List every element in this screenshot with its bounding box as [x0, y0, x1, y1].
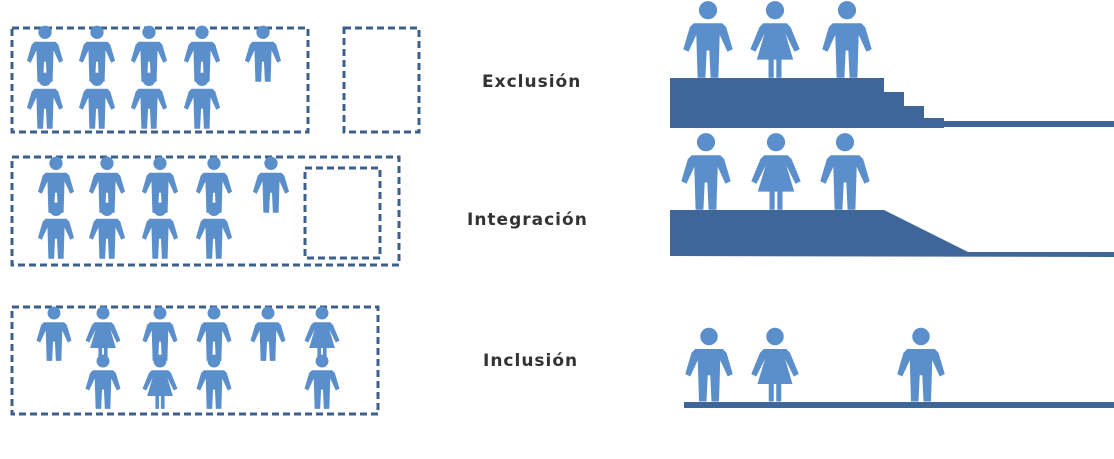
stairs-platform — [670, 78, 944, 128]
person-icon — [88, 202, 126, 259]
woman-icon — [85, 306, 121, 361]
woman-icon — [304, 306, 340, 361]
label-exclusion: Exclusión — [482, 72, 582, 92]
person-icon — [26, 72, 64, 129]
exclusion-main-group-frame — [10, 26, 310, 134]
person-icon — [130, 72, 168, 129]
person-icon — [822, 1, 872, 78]
person-icon — [78, 72, 116, 129]
person-icon — [142, 306, 178, 361]
inclusion-scene — [684, 327, 1114, 408]
person-icon — [85, 354, 121, 409]
person-icon — [196, 354, 232, 409]
ground-line — [944, 121, 1114, 127]
person-icon — [681, 133, 731, 210]
person-icon — [196, 306, 232, 361]
person-icon — [685, 327, 733, 402]
inclusion-group-frame — [10, 305, 380, 416]
ramp-platform — [670, 210, 1114, 257]
person-icon — [897, 327, 945, 402]
exclusion-separate-group-frame — [342, 26, 421, 134]
integracion-scene — [670, 133, 1114, 257]
integracion-inner-group-frame — [303, 166, 382, 260]
exclusion-scene — [670, 1, 1114, 128]
flat-ground — [684, 402, 1114, 408]
person-icon — [195, 202, 233, 259]
label-integracion: Integración — [467, 210, 588, 230]
person-icon — [36, 306, 72, 361]
person-icon — [820, 133, 870, 210]
person-icon — [683, 1, 733, 78]
person-icon — [37, 202, 75, 259]
integracion-grid — [37, 156, 290, 259]
inclusion-grid — [36, 306, 340, 409]
woman-icon — [750, 1, 800, 78]
person-icon — [141, 202, 179, 259]
label-inclusion: Inclusión — [483, 351, 579, 371]
exclusion-grid — [26, 25, 282, 129]
woman-icon — [142, 354, 178, 409]
person-icon — [304, 354, 340, 409]
person-icon — [244, 25, 282, 82]
woman-icon — [751, 133, 801, 210]
person-icon — [183, 72, 221, 129]
woman-icon — [751, 327, 799, 402]
integracion-main-group-frame — [10, 155, 401, 267]
person-icon — [250, 306, 286, 361]
person-icon — [252, 156, 290, 213]
